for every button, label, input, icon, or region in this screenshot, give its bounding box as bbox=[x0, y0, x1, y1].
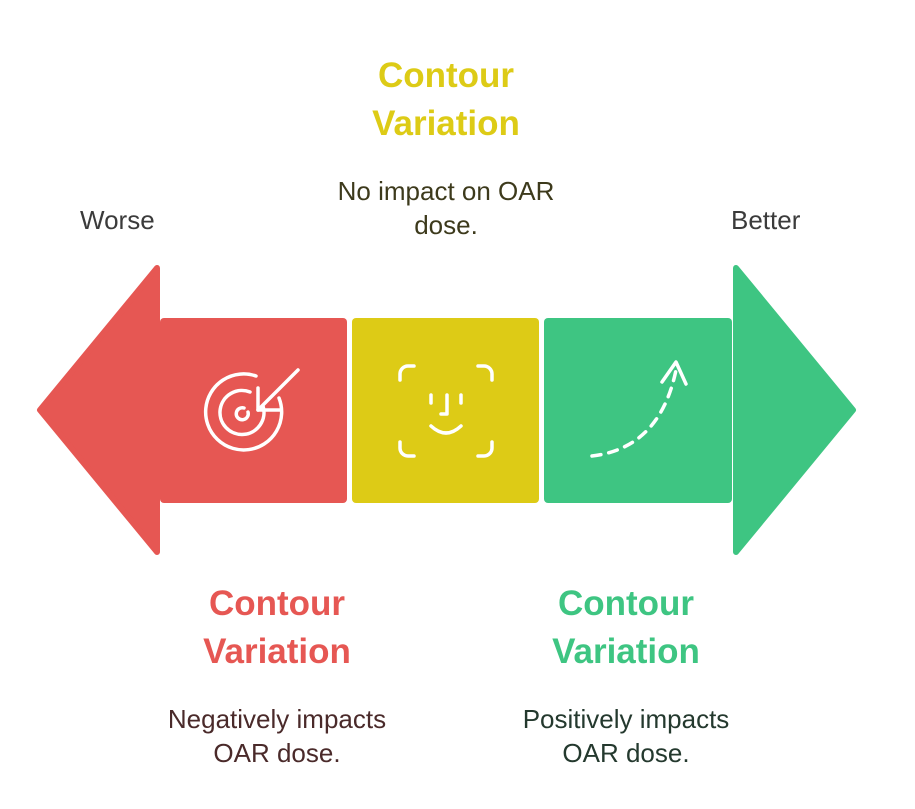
better-label: Better bbox=[731, 205, 801, 235]
dashed-curve-arrow-icon bbox=[590, 360, 688, 458]
neutral-description: No impact on OAR dose. bbox=[296, 174, 596, 242]
positive-title: Contour Variation bbox=[476, 580, 776, 676]
positive-description-line2: OAR dose. bbox=[562, 738, 690, 768]
negative-title-line2: Variation bbox=[203, 632, 351, 671]
neutral-title-line1: Contour bbox=[377, 56, 515, 95]
negative-title: Contour Variation bbox=[127, 580, 427, 676]
neutral-description-line2: dose. bbox=[414, 210, 478, 240]
right-arrow-head bbox=[733, 265, 856, 555]
negative-description-line2: OAR dose. bbox=[213, 738, 341, 768]
target-arrow-icon bbox=[203, 368, 300, 452]
neutral-description-line1: No impact on OAR bbox=[337, 176, 555, 206]
negative-description: Negatively impacts OAR dose. bbox=[127, 702, 427, 770]
neutral-title: Contour Variation bbox=[296, 52, 596, 148]
worse-label: Worse bbox=[80, 205, 155, 235]
positive-description: Positively impacts OAR dose. bbox=[476, 702, 776, 770]
positive-title-line2: Variation bbox=[552, 632, 700, 671]
face-scan-icon bbox=[398, 364, 494, 458]
negative-title-line1: Contour bbox=[208, 584, 346, 623]
positive-title-line1: Contour bbox=[557, 584, 695, 623]
segment-negative-box bbox=[160, 318, 347, 503]
neutral-title-line2: Variation bbox=[372, 104, 520, 143]
negative-description-line1: Negatively impacts bbox=[167, 704, 387, 734]
positive-description-line1: Positively impacts bbox=[522, 704, 730, 734]
left-arrow-head bbox=[37, 265, 160, 555]
segment-positive-box bbox=[544, 318, 732, 503]
